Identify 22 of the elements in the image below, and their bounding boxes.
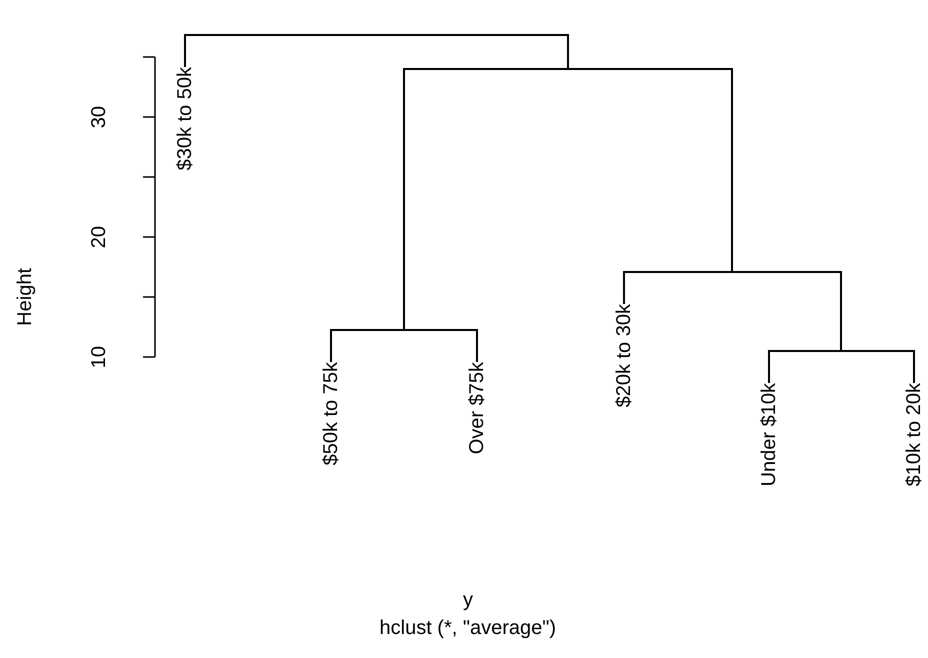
- dendrogram-branch: [184, 36, 186, 67]
- leaf-label: $50k to 75k: [320, 362, 342, 466]
- leaf-label: Under $10k: [758, 383, 780, 486]
- tick-label: 20: [88, 226, 110, 248]
- tick-label: 30: [88, 106, 110, 128]
- dendrogram-branch: [330, 331, 332, 362]
- dendrogram-branch: [476, 331, 478, 362]
- tick-label: 10: [88, 346, 110, 368]
- axis-title: Height: [14, 268, 36, 326]
- leaf-label: $20k to 30k: [613, 304, 635, 408]
- dendrogram-branch: [913, 352, 915, 383]
- leaf-label: $10k to 20k: [903, 383, 925, 486]
- leaf-label: $30k to 50k: [174, 67, 196, 170]
- leaf-label: Over $75k: [466, 362, 488, 454]
- dendrogram-branch: [403, 70, 405, 329]
- method-caption: hclust (*, "average"): [380, 617, 556, 639]
- dendrogram-branch: [768, 352, 770, 383]
- dendrogram-branch: [623, 273, 625, 304]
- dendrogram-branch: [567, 36, 569, 68]
- dendrogram-branch: [731, 70, 733, 271]
- dendrogram-branch: [840, 273, 842, 350]
- axis-title: y: [463, 589, 473, 611]
